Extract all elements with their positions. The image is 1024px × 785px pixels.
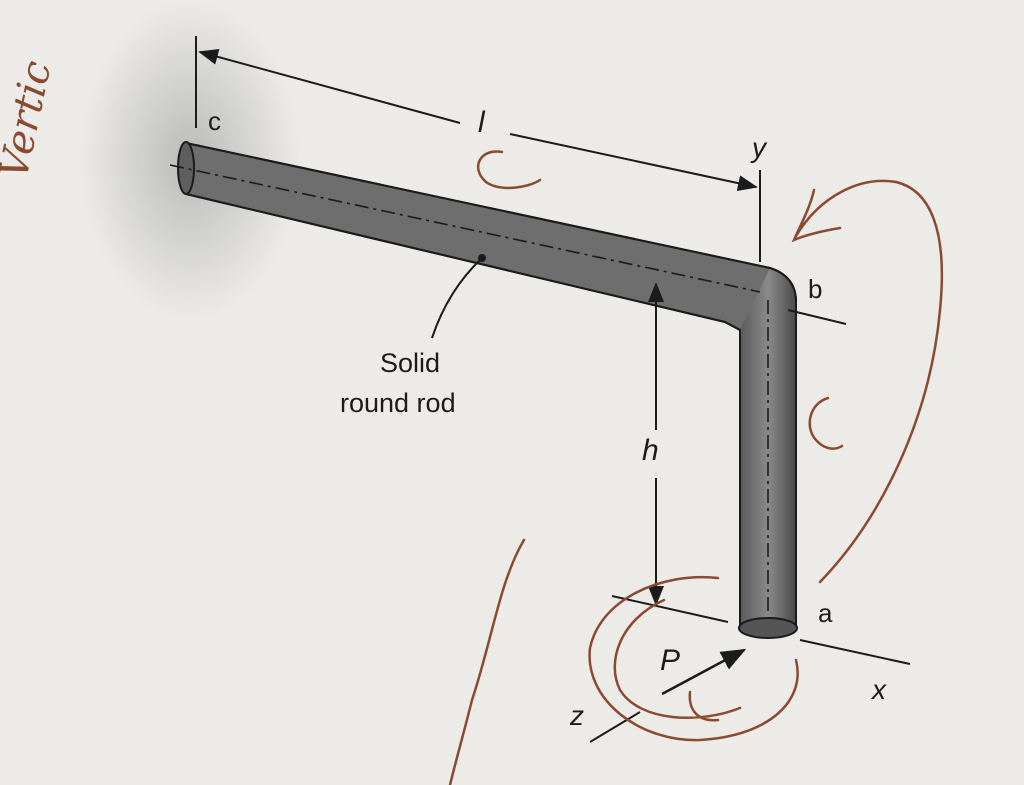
- dimension-l-label: l: [478, 106, 485, 139]
- centerlines: [169, 164, 769, 612]
- dimension-h: [611, 282, 729, 623]
- horizontal-rod: [177, 141, 798, 639]
- dimension-l: [195, 36, 761, 262]
- point-c-label: c: [208, 106, 221, 136]
- dimension-h-label: h: [642, 434, 659, 467]
- handwritten-marks: [448, 150, 944, 785]
- axis-lines: [589, 309, 911, 743]
- rod-end-a: [738, 617, 798, 639]
- rod-leader: [431, 257, 483, 339]
- load-arrow: [661, 648, 747, 696]
- axis-y-label: y: [752, 132, 766, 163]
- point-a-label: a: [818, 598, 833, 628]
- axis-x-label: x: [872, 674, 886, 705]
- rod-caption-line1: Solid: [380, 348, 441, 378]
- axis-z-label: z: [570, 700, 584, 731]
- rod-caption-line2: round rod: [340, 388, 456, 418]
- load-p-label: P: [660, 644, 681, 677]
- point-b-label: b: [808, 274, 823, 304]
